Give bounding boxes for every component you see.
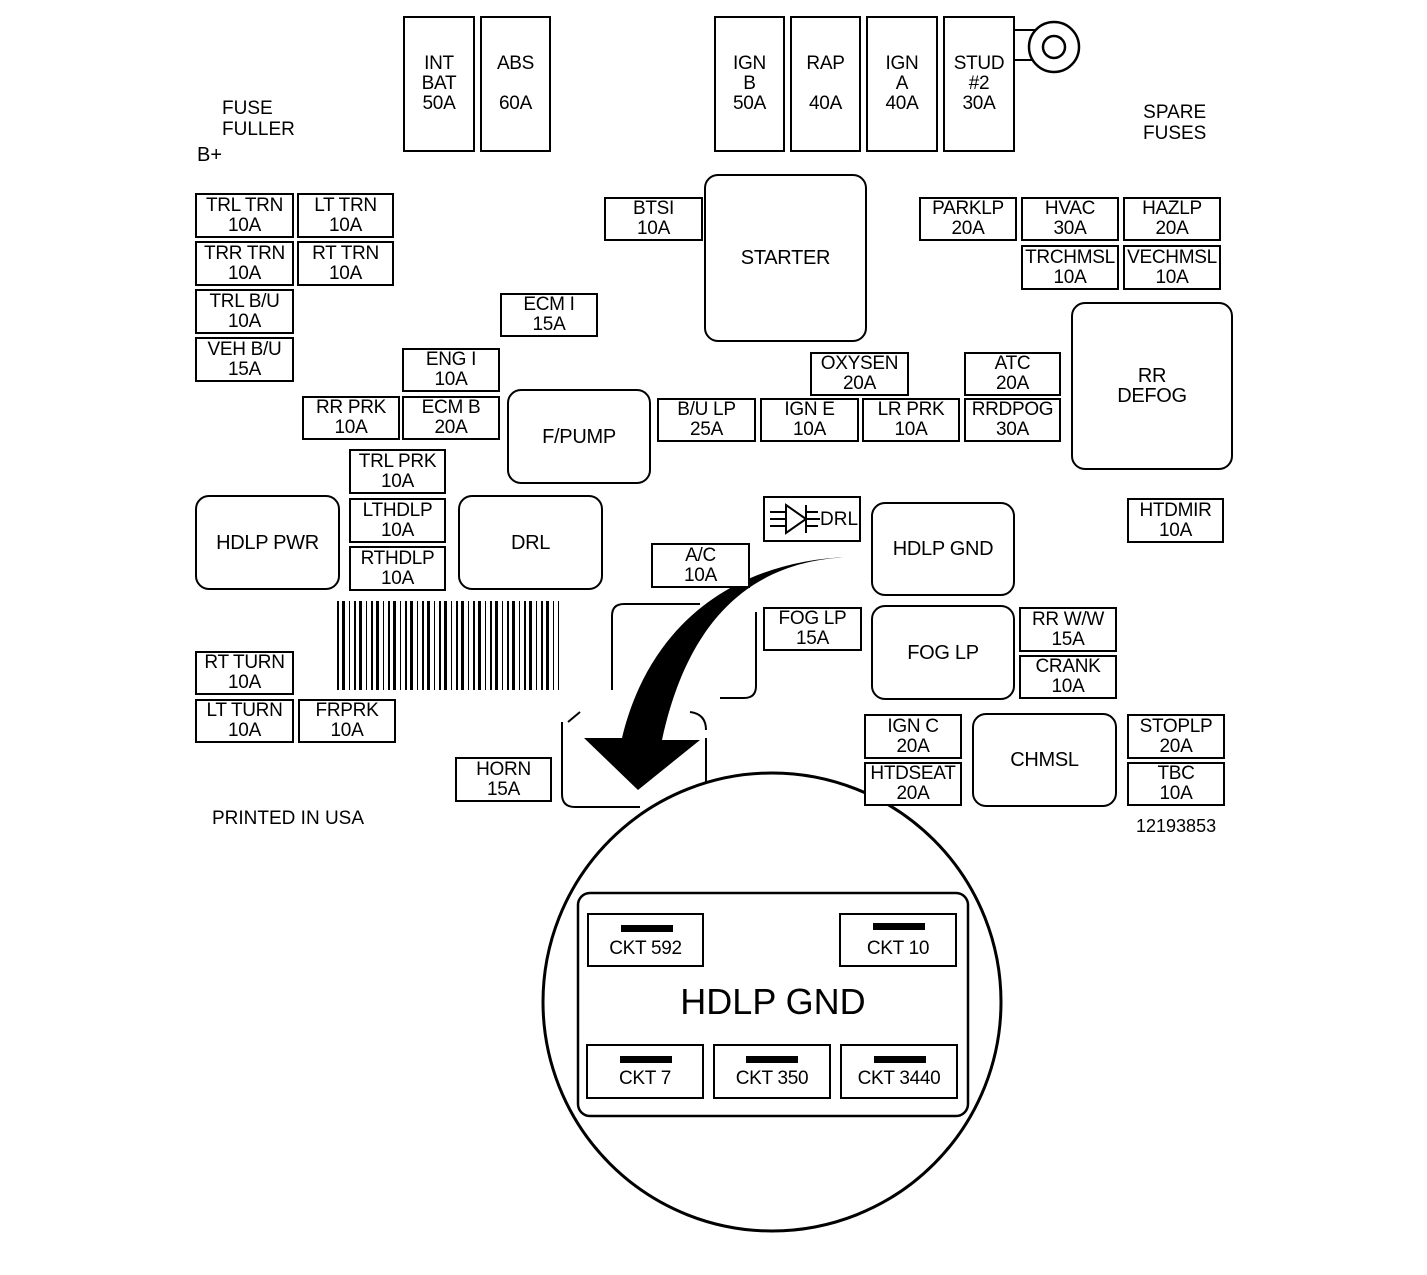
stud-terminal-icon (1014, 20, 1081, 74)
fuse-trl-bu: TRL B/U 10A (195, 289, 294, 334)
fuse-ign-a: IGN A 40A (866, 16, 938, 152)
terminal-ckt-10: CKT 10 (839, 913, 957, 967)
terminal-label: CKT 350 (735, 1068, 809, 1089)
relay-outline-hidden (611, 603, 700, 690)
terminal-ckt-592: CKT 592 (587, 913, 704, 967)
fuse-ign-c: IGN C 20A (864, 714, 962, 759)
fuse-eng-i: ENG I 10A (402, 348, 500, 392)
relay-starter: STARTER (704, 174, 867, 342)
fuse-lt-turn: LT TURN 10A (195, 699, 294, 743)
b-plus-label: B+ (197, 144, 223, 166)
fuse-vechmsl: VECHMSL 10A (1123, 245, 1221, 290)
terminal-ckt-3440: CKT 3440 (840, 1044, 958, 1099)
relay-rr-defog: RR DEFOG (1071, 302, 1233, 470)
fuse-ign-b: IGN B 50A (714, 16, 785, 152)
fuse-lt-trn: LT TRN 10A (297, 193, 394, 238)
fuse-parklp: PARKLP 20A (919, 197, 1017, 241)
relay-hdlp-pwr: HDLP PWR (195, 495, 340, 590)
relay-hdlp-gnd: HDLP GND (871, 502, 1015, 596)
fuse-lr-prk: LR PRK 10A (862, 398, 960, 442)
fuse-hvac: HVAC 30A (1021, 197, 1119, 241)
terminal-pin (874, 1056, 926, 1063)
fuse-btsi: BTSI 10A (604, 197, 703, 241)
fuse-rt-turn: RT TURN 10A (195, 651, 294, 695)
callout-arrow-icon (584, 557, 850, 790)
fuse-rap: RAP 40A (790, 16, 861, 152)
fuse-ecm-i: ECM I 15A (500, 293, 598, 337)
fuse-stud-2: STUD #2 30A (943, 16, 1015, 152)
terminal-ckt-350: CKT 350 (713, 1044, 831, 1099)
barcode (337, 601, 559, 690)
terminal-pin (621, 925, 673, 932)
fuse-lthdlp: LTHDLP 10A (349, 498, 446, 543)
spare-fuses-label: SPARE FUSES (1143, 102, 1207, 144)
fuse-ac: A/C 10A (651, 543, 750, 588)
fuse-veh-bu: VEH B/U 15A (195, 337, 294, 382)
fuse-stoplp: STOPLP 20A (1127, 714, 1225, 759)
fuse-hazlp: HAZLP 20A (1123, 197, 1221, 241)
fuse-trchmsl: TRCHMSL 10A (1021, 245, 1119, 290)
terminal-label: CKT 3440 (857, 1068, 941, 1089)
fuse-rr-prk: RR PRK 10A (302, 396, 400, 440)
terminal-pin (620, 1056, 672, 1063)
fuse-bu-lp: B/U LP 25A (657, 398, 756, 442)
fuse-int-bat: INT BAT 50A (403, 16, 475, 152)
fuse-oxysen: OXYSEN 20A (810, 352, 909, 396)
printed-in-usa-label: PRINTED IN USA (212, 808, 365, 829)
fuse-crank: CRANK 10A (1019, 655, 1117, 699)
fuse-horn: HORN 15A (455, 757, 552, 802)
fuse-htdmir: HTDMIR 10A (1127, 498, 1224, 543)
fuse-trl-trn: TRL TRN 10A (195, 193, 294, 238)
terminal-label: CKT 592 (609, 938, 682, 959)
fuse-atc: ATC 20A (964, 352, 1061, 396)
terminal-ckt-7: CKT 7 (586, 1044, 704, 1099)
detail-title: HDLP GND (680, 981, 866, 1022)
relay-chmsl: CHMSL (972, 713, 1117, 807)
terminal-pin (873, 923, 925, 930)
terminal-label: CKT 10 (866, 938, 930, 959)
fuse-ecm-b: ECM B 20A (402, 396, 500, 440)
relay-drl: DRL (458, 495, 603, 590)
relay-f-pump: F/PUMP (507, 389, 651, 484)
fuse-trl-prk: TRL PRK 10A (349, 449, 446, 494)
diode-drl-label: DRL (820, 509, 859, 530)
terminal-pin (746, 1056, 798, 1063)
fuse-fog-lp: FOG LP 15A (763, 607, 862, 651)
fuse-htdseat: HTDSEAT 20A (864, 762, 962, 806)
fuse-rthdlp: RTHDLP 10A (349, 546, 446, 591)
fuse-trr-trn: TRR TRN 10A (195, 241, 294, 286)
fuse-rt-trn: RT TRN 10A (297, 241, 394, 286)
fuse-frprk: FRPRK 10A (298, 699, 396, 743)
terminal-label: CKT 7 (618, 1068, 671, 1089)
diode-icon (763, 496, 861, 542)
relay-outline-hidden (561, 722, 640, 808)
fuse-abs: ABS 60A (480, 16, 551, 152)
fuse-ign-e: IGN E 10A (760, 398, 859, 442)
fuse-tbc: TBC 10A (1127, 762, 1225, 806)
fuse-rrdpog: RRDPOG 30A (964, 398, 1061, 442)
part-number-label: 12193853 (1136, 816, 1217, 836)
relay-fog-lp: FOG LP (871, 605, 1015, 700)
fuse-puller-label: FUSE FULLER (222, 98, 295, 140)
fuse-rr-ww: RR W/W 15A (1019, 607, 1117, 652)
